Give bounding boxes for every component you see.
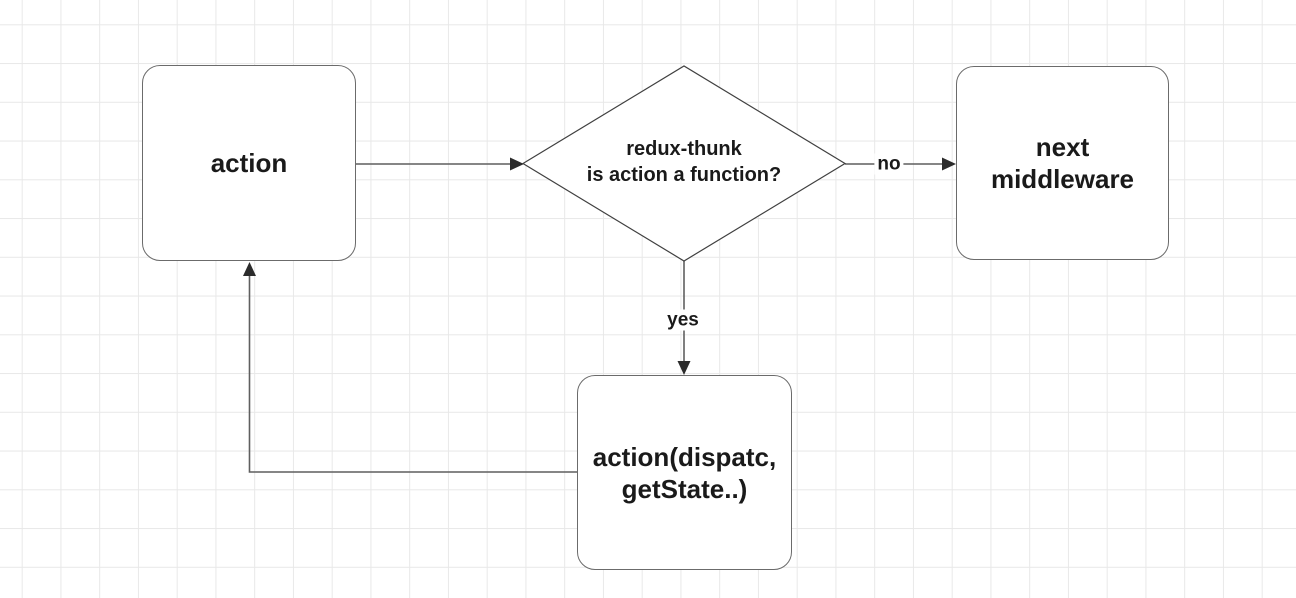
edge-label-yes[interactable]: yes [664, 309, 702, 331]
decision-diamond-shape[interactable] [521, 65, 847, 262]
node-action[interactable]: action [142, 65, 356, 261]
node-next-middleware[interactable]: next middleware [956, 66, 1169, 260]
node-thunk-call-label-line2: getState..) [621, 473, 748, 504]
arrowhead-into-action-icon [243, 262, 256, 276]
node-next-middleware-label-line2: middleware [990, 164, 1135, 194]
edge-thunk-call-to-action[interactable] [248, 276, 578, 473]
edge-label-no[interactable]: no [874, 153, 904, 175]
node-action-label: action [210, 148, 288, 178]
node-thunk-call-label-line1: action(dispatc, [592, 441, 777, 472]
node-next-middleware-label-line1: next [1035, 132, 1090, 162]
arrowhead-into-thunk-call-icon [677, 361, 691, 375]
node-thunk-call[interactable]: action(dispatc, getState..) [577, 375, 792, 570]
arrowhead-into-decision-icon [510, 157, 524, 171]
arrowhead-into-next-middleware-icon [942, 157, 956, 171]
